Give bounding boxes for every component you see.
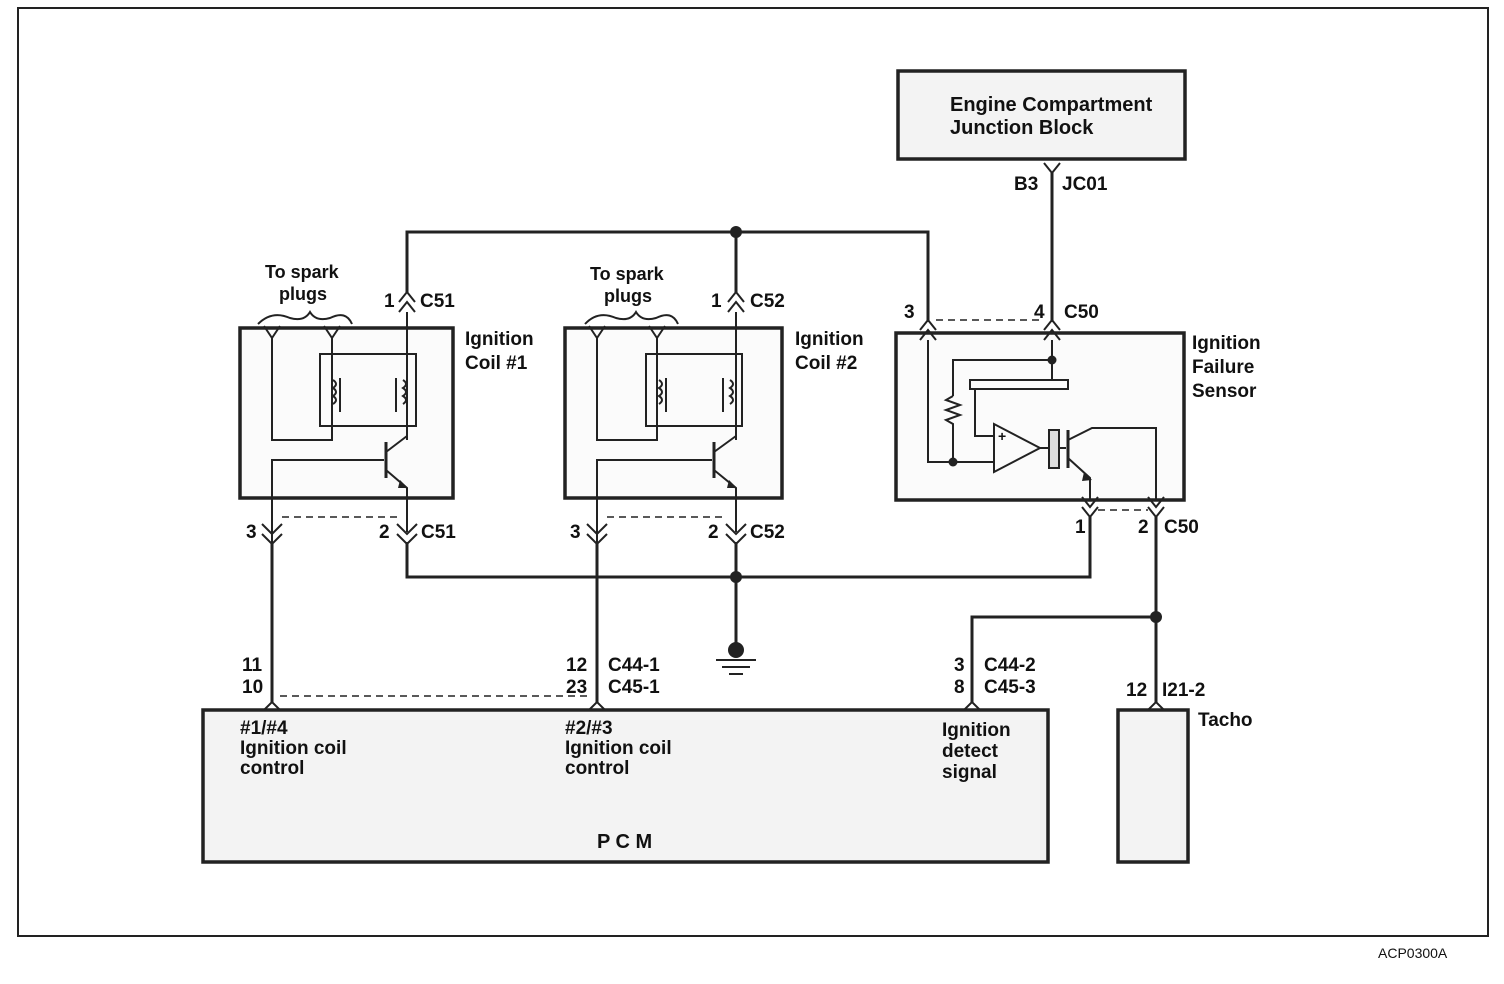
diagram-frame (17, 7, 1489, 937)
pcm-func3-line1: Ignition (942, 720, 1011, 741)
sensor-pin-2: 2 (1138, 517, 1149, 538)
resistor-icon (943, 395, 963, 462)
pcm-func2-line3: control (565, 758, 629, 779)
sensor-bottom-connector: C50 (1164, 517, 1199, 538)
pcm-pin-12: 12 (566, 655, 587, 676)
wiring (270, 173, 1162, 703)
coil1-name-line1: Ignition (465, 329, 534, 350)
transistor-icon (596, 435, 737, 542)
coil2-spark-line1: To spark (590, 264, 665, 284)
coil1-spark-line2: plugs (279, 284, 327, 304)
ignition-failure-sensor: Ignition Failure Sensor 3 4 C50 + (894, 302, 1261, 538)
pcm-func1-line2: Ignition coil (240, 738, 347, 759)
pcm-connector-c45-1: C45-1 (608, 677, 660, 698)
pcm-func3-line2: detect (942, 741, 999, 762)
pcm-pin-11: 11 (242, 655, 263, 676)
junction-block-title-line2: Junction Block (950, 117, 1094, 139)
sensor-name-line2: Failure (1192, 357, 1254, 378)
pcm-func3-line3: signal (942, 762, 997, 783)
junction-block-pin: B3 (1014, 174, 1038, 195)
pcm-title: P C M (597, 831, 652, 853)
svg-text:+: + (998, 428, 1006, 444)
junction-block-title-line1: Engine Compartment (950, 94, 1153, 116)
coil2-bottom-connector: C52 (750, 522, 785, 543)
pcm-pin-8: 8 (954, 677, 965, 698)
pcm-func1-line1: #1/#4 (240, 718, 288, 739)
pcm-pin-10: 10 (242, 677, 263, 698)
sensor-top-connector: C50 (1064, 302, 1099, 323)
pcm-connector-c44-1: C44-1 (608, 655, 660, 676)
coil-winding-icon (331, 378, 407, 412)
tacho-connector: I21-2 (1162, 680, 1205, 701)
coil1-name-line2: Coil #1 (465, 353, 528, 374)
pcm-module: 11 10 12 C44-1 23 C45-1 3 C44-2 8 C45-3 … (201, 655, 1050, 864)
coil2-pin-3: 3 (570, 522, 581, 543)
coil2-top-connector: C52 (750, 291, 785, 312)
ignition-coil-2: Ignition Coil #2 To spark plugs 1 C52 3 … (563, 264, 864, 546)
coil1-bottom-connector: C51 (421, 522, 456, 543)
coil1-pin-2: 2 (379, 522, 390, 543)
coil2-pin-2: 2 (708, 522, 719, 543)
comparator-icon: + (993, 422, 1043, 474)
tacho-pin: 12 (1126, 680, 1147, 701)
coil1-top-pin: 1 (384, 291, 395, 312)
pcm-connector-c45-3: C45-3 (984, 677, 1036, 698)
pcm-func2-line2: Ignition coil (565, 738, 672, 759)
coil1-spark-line1: To spark (265, 262, 340, 282)
sensor-pin-3: 3 (904, 302, 915, 323)
junction-block-connector: JC01 (1062, 174, 1108, 195)
pcm-func2-line1: #2/#3 (565, 718, 613, 739)
sensor-name-line1: Ignition (1192, 333, 1261, 354)
pcm-func1-line3: control (240, 758, 304, 779)
transistor-icon (1066, 427, 1157, 500)
pcm-pin-23: 23 (566, 677, 587, 698)
pcm-pin-3: 3 (954, 655, 965, 676)
coil1-top-connector: C51 (420, 291, 455, 312)
transistor-icon (271, 435, 408, 542)
coil1-pin-3: 3 (246, 522, 257, 543)
coil2-name-line1: Ignition (795, 329, 864, 350)
junction-block: Engine Compartment Junction Block B3 JC0… (896, 69, 1187, 195)
coil2-spark-line2: plugs (604, 286, 652, 306)
sensor-name-line3: Sensor (1192, 381, 1257, 402)
pcm-connector-c44-2: C44-2 (984, 655, 1036, 676)
coil2-top-pin: 1 (711, 291, 722, 312)
sensor-pin-4: 4 (1034, 302, 1045, 323)
coil-winding-icon (657, 378, 734, 412)
capacitor-icon (1048, 429, 1066, 469)
tacho-title: Tacho (1198, 710, 1253, 731)
ground-icon (716, 642, 756, 675)
ignition-coil-1: Ignition Coil #1 To spark plugs 1 C51 3 (238, 262, 534, 546)
frame-code: ACP0300A (1378, 945, 1448, 961)
tacho-module: 12 I21-2 Tacho (1116, 680, 1253, 864)
coil2-name-line2: Coil #2 (795, 353, 857, 374)
sensor-pin-1: 1 (1075, 517, 1086, 538)
